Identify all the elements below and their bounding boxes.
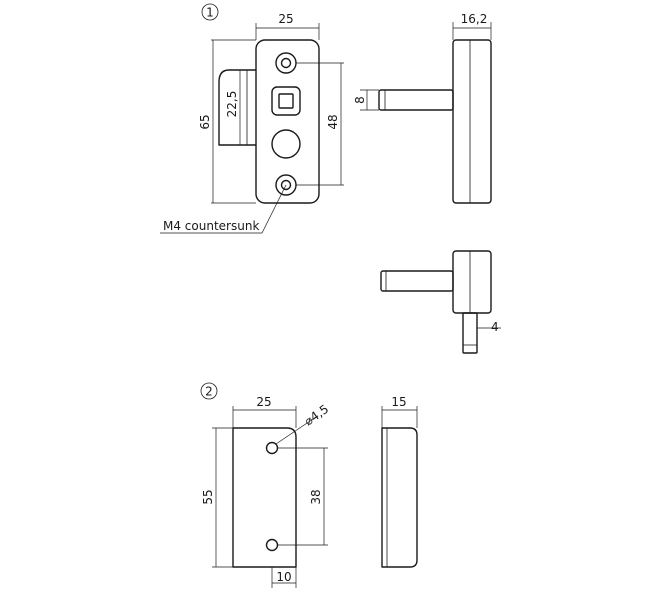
part1-bottom-body: [452, 250, 492, 314]
part1-note-label: M4 countersunk: [163, 219, 259, 233]
part2-depth-label: 15: [391, 395, 406, 409]
part2-side-view: [381, 427, 418, 568]
part2-bottom-hole: [265, 538, 279, 552]
part1-width-label: 25: [278, 12, 293, 26]
callout-2-circle: [200, 382, 218, 400]
part1-top-hole-outer: [275, 52, 297, 74]
callout-1-number: 1: [206, 6, 214, 20]
part1-front-dimensions: 25 65 22,5 48 M4 countersunk: [160, 12, 344, 234]
part1-bottom-latch: [462, 312, 478, 354]
part2-hole-diameter-label: ⌀4,5: [302, 402, 332, 429]
part2-front-view: [232, 427, 297, 568]
part1-side-pin: [378, 89, 454, 111]
part1-spindle-hole-inner: [278, 93, 294, 109]
part1-side-view: [378, 39, 492, 204]
part1-top-hole-inner: [280, 57, 292, 69]
part2-hole-spacing-label: 38: [309, 489, 323, 504]
part2-top-hole: [265, 441, 279, 455]
part1-front-view: [218, 39, 320, 204]
part1-height-label: 65: [198, 114, 212, 129]
part1-side-dimensions: 16,2 8: [353, 12, 492, 111]
part1-bottom-pin-label: 4: [491, 320, 499, 334]
part1-bottom-hole-inner: [280, 179, 292, 191]
part2-side-dimensions: 15: [381, 395, 418, 428]
part2-hole-offset-label: 10: [276, 570, 291, 584]
callout-1: 1: [201, 3, 219, 21]
callout-1-circle: [201, 3, 219, 21]
part1-round-hole: [271, 129, 301, 159]
callout-2-number: 2: [205, 385, 213, 399]
part1-latch-tongue: [218, 69, 256, 146]
part1-side-body: [452, 39, 492, 204]
part1-plate: [255, 39, 320, 204]
part2-height-label: 55: [201, 489, 215, 504]
part1-latch-height-label: 22,5: [225, 91, 239, 118]
part2-front-dimensions: 25 ⌀4,5 55 38 10: [201, 395, 331, 588]
part1-bottom-view: [380, 250, 492, 354]
part2-width-label: 25: [256, 395, 271, 409]
part2-side-body: [381, 427, 418, 568]
callout-2: 2: [200, 382, 218, 400]
part1-pin-label: 8: [353, 96, 367, 104]
part1-bottom-pin: [380, 270, 454, 292]
part2-plate: [232, 427, 297, 568]
part1-spindle-hole-outer: [271, 86, 301, 116]
part1-bottom-dimensions: 4: [477, 320, 501, 334]
part1-hole-spacing-label: 48: [326, 114, 340, 129]
part1-depth-label: 16,2: [461, 12, 488, 26]
